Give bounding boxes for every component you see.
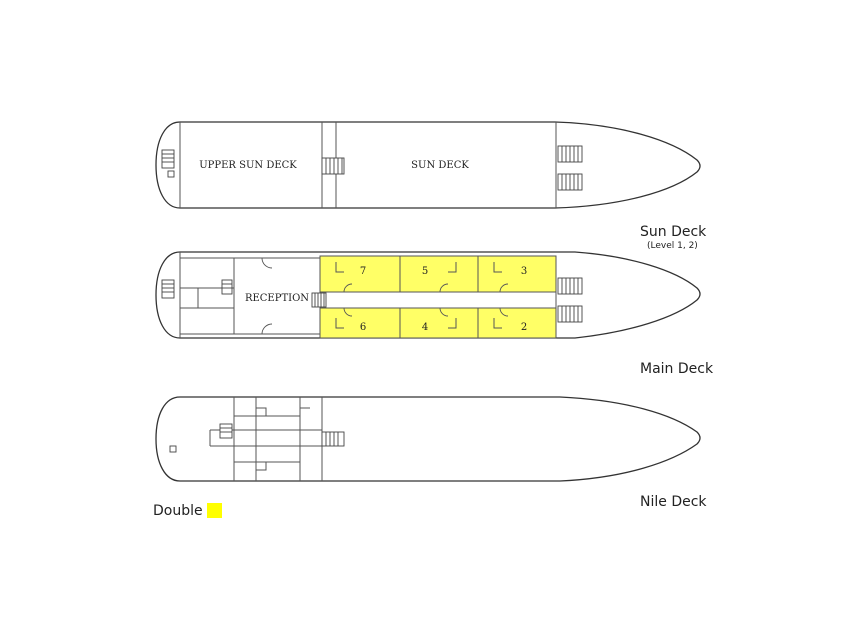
cabin-4-number: 4: [422, 322, 428, 333]
nile-deck-small-box: [169, 445, 177, 453]
legend-double-swatch: [207, 503, 222, 518]
cabin-7-number: 7: [360, 266, 366, 277]
main-deck-bow-stairs-upper[interactable]: [557, 277, 583, 295]
service-room-4: [179, 307, 235, 335]
cabin-6-number: 6: [360, 322, 366, 333]
legend-double-label: Double: [153, 503, 203, 519]
nile-deck-hull: [155, 396, 701, 482]
reception-room: [233, 257, 321, 335]
nile-deck-midship-stairs[interactable]: [321, 431, 345, 447]
nile-deck-stern-stairs[interactable]: [219, 423, 233, 439]
main-deck-stern-stairs[interactable]: [161, 279, 175, 299]
sun-deck-title: Sun Deck: [640, 224, 707, 240]
sun-deck: UPPER SUN DECK SUN DECK Sun Deck (Level …: [155, 121, 707, 251]
main-deck: RECEPTION: [155, 251, 714, 377]
upper-sun-deck-label: UPPER SUN DECK: [199, 160, 297, 171]
main-deck-midship-stairs[interactable]: [311, 292, 327, 308]
cabin-4[interactable]: [399, 307, 479, 339]
cabin-doors: [343, 283, 509, 317]
reception-label: RECEPTION: [245, 293, 309, 304]
cabin-2[interactable]: [477, 307, 557, 339]
sun-deck-middle-stairs[interactable]: [321, 157, 345, 175]
cabin-5[interactable]: [399, 255, 479, 293]
sun-deck-area-label: SUN DECK: [411, 160, 469, 171]
legend: Double: [153, 503, 222, 519]
cabin-7[interactable]: [319, 255, 401, 293]
main-deck-bow-stairs-lower[interactable]: [557, 305, 583, 323]
cabin-5-number: 5: [422, 266, 428, 277]
nile-deck-title: Nile Deck: [640, 494, 707, 510]
cabin-3-number: 3: [521, 266, 527, 277]
reception-door-bottom[interactable]: [261, 323, 273, 335]
cabin-2-number: 2: [521, 322, 527, 333]
sun-deck-subtitle: (Level 1, 2): [647, 241, 698, 251]
service-room-2: [179, 287, 199, 309]
sun-deck-stern-stairs[interactable]: [161, 149, 175, 169]
main-deck-service-stairs[interactable]: [221, 279, 233, 295]
cabin-3[interactable]: [477, 255, 557, 293]
cabin-bathrooms: [335, 262, 502, 329]
sun-deck-small-box: [167, 170, 175, 178]
nile-deck: Nile Deck: [155, 396, 707, 510]
main-deck-corridor: [319, 291, 557, 309]
reception-door-top[interactable]: [261, 257, 273, 269]
main-deck-title: Main Deck: [640, 361, 714, 377]
sun-deck-bow-stairs-lower[interactable]: [557, 173, 583, 191]
sun-deck-bow-stairs-upper[interactable]: [557, 145, 583, 163]
